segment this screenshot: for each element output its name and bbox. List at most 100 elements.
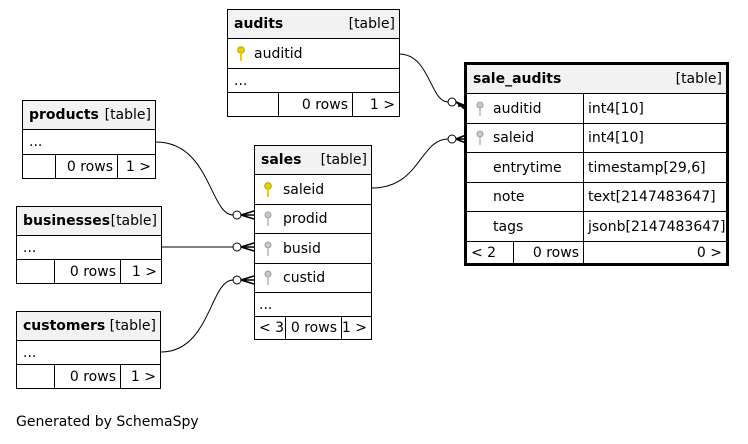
column-row[interactable]: entrytime timestamp[29,6] bbox=[467, 153, 726, 183]
column-type: jsonb[2147483647] bbox=[583, 212, 726, 241]
table-footer: 0 rows 1 > bbox=[228, 93, 399, 116]
crowfoot-marker bbox=[240, 210, 255, 220]
ellipsis: ... bbox=[234, 72, 248, 89]
footer-left: < 2 bbox=[471, 244, 497, 261]
footer-right: 1 > bbox=[120, 365, 160, 388]
column-name: saleid bbox=[283, 181, 325, 198]
column-name: tags bbox=[493, 218, 524, 235]
table-header: businesses [table] bbox=[17, 207, 161, 236]
column-name: note bbox=[493, 189, 525, 205]
ellipsis-row: ... bbox=[17, 236, 161, 260]
column-row[interactable]: auditid bbox=[228, 39, 399, 69]
table-type: [table] bbox=[104, 107, 151, 123]
table-footer: 0 rows 1 > bbox=[23, 155, 155, 178]
table-name: businesses bbox=[23, 213, 111, 229]
ellipsis-row: ... bbox=[228, 69, 399, 93]
ellipsis: ... bbox=[23, 344, 37, 361]
table-name: sales bbox=[261, 152, 302, 168]
optional-marker bbox=[447, 134, 457, 144]
footer-left bbox=[228, 93, 278, 116]
ellipsis: ... bbox=[23, 239, 37, 256]
table-type: [table] bbox=[109, 318, 156, 334]
ellipsis-row: ... bbox=[255, 293, 371, 317]
footer-right: 1 > bbox=[352, 93, 399, 116]
table-footer: < 2 0 rows 0 > bbox=[467, 242, 726, 263]
column-name: auditid bbox=[493, 100, 542, 117]
column-type: timestamp[29,6] bbox=[583, 153, 706, 182]
column-row[interactable]: auditid int4[10] bbox=[467, 94, 726, 124]
edge-products-sales bbox=[155, 141, 234, 216]
table-footer: < 3 0 rows 1 > bbox=[255, 317, 371, 339]
column-type: int4[10] bbox=[583, 94, 644, 123]
table-businesses[interactable]: businesses [table] ... 0 rows 1 > bbox=[16, 206, 162, 284]
footer-left: < 3 bbox=[259, 320, 285, 336]
table-header: audits [table] bbox=[228, 10, 399, 39]
footer-right: 1 > bbox=[341, 317, 371, 339]
foreign-key-icon bbox=[471, 101, 489, 117]
table-type: [table] bbox=[348, 16, 395, 32]
table-audits[interactable]: audits [table] auditid ... 0 rows 1 > bbox=[227, 9, 400, 117]
column-row[interactable]: busid bbox=[255, 234, 371, 264]
column-row[interactable]: tags jsonb[2147483647] bbox=[467, 212, 726, 242]
footer-left bbox=[17, 365, 54, 388]
ellipsis-row: ... bbox=[17, 341, 160, 365]
footer-right: 1 > bbox=[120, 260, 161, 283]
ellipsis: ... bbox=[259, 296, 273, 313]
optional-marker bbox=[232, 242, 242, 252]
foreign-key-icon bbox=[259, 270, 277, 286]
table-header: sales [table] bbox=[255, 146, 371, 175]
crowfoot-marker bbox=[240, 275, 255, 285]
column-name: busid bbox=[283, 240, 321, 257]
table-name: audits bbox=[234, 16, 284, 32]
column-name: auditid bbox=[254, 45, 303, 62]
column-name-cell: saleid bbox=[467, 124, 583, 152]
foreign-key-icon bbox=[259, 241, 277, 257]
generated-by-label: Generated by SchemaSpy bbox=[16, 414, 199, 430]
primary-key-icon bbox=[232, 45, 250, 62]
table-sale-audits[interactable]: sale_audits [table] auditid int4[10] sal… bbox=[464, 62, 729, 266]
ellipsis-row: ... bbox=[23, 130, 155, 155]
table-header: sale_audits [table] bbox=[467, 65, 726, 94]
footer-left bbox=[23, 155, 55, 178]
column-name: prodid bbox=[283, 211, 328, 227]
table-sales[interactable]: sales [table] saleid prodid busid custid… bbox=[254, 145, 372, 340]
optional-marker bbox=[447, 97, 457, 107]
column-row[interactable]: note text[2147483647] bbox=[467, 183, 726, 212]
column-row[interactable]: prodid bbox=[255, 205, 371, 234]
table-header: products [table] bbox=[23, 101, 155, 130]
foreign-key-icon bbox=[471, 130, 489, 146]
optional-marker bbox=[232, 275, 242, 285]
table-footer: 0 rows 1 > bbox=[17, 365, 160, 388]
table-customers[interactable]: customers [table] ... 0 rows 1 > bbox=[16, 311, 161, 389]
row-count: 0 rows bbox=[285, 317, 341, 339]
column-name: custid bbox=[283, 270, 326, 286]
column-type: text[2147483647] bbox=[583, 183, 716, 211]
table-header: customers [table] bbox=[17, 312, 160, 341]
crowfoot-marker bbox=[240, 242, 255, 252]
primary-key-icon bbox=[259, 181, 277, 198]
row-count: 0 rows bbox=[278, 93, 352, 116]
table-type: [table] bbox=[320, 152, 367, 168]
row-count: 0 rows bbox=[55, 155, 117, 178]
column-row[interactable]: saleid bbox=[255, 175, 371, 205]
table-type: [table] bbox=[110, 213, 157, 229]
table-type: [table] bbox=[675, 71, 722, 87]
column-name-cell: auditid bbox=[467, 94, 583, 123]
column-row[interactable]: custid bbox=[255, 264, 371, 293]
table-name: products bbox=[29, 107, 99, 123]
table-name: sale_audits bbox=[473, 71, 562, 87]
edge-customers-sales bbox=[160, 279, 234, 353]
optional-marker bbox=[232, 210, 242, 220]
column-name: entrytime bbox=[493, 159, 562, 176]
footer-right: 0 > bbox=[583, 242, 726, 263]
edge-audits-sale-audits bbox=[398, 53, 449, 103]
foreign-key-icon bbox=[259, 211, 277, 227]
table-products[interactable]: products [table] ... 0 rows 1 > bbox=[22, 100, 156, 179]
footer-right: 1 > bbox=[117, 155, 155, 178]
table-footer: 0 rows 1 > bbox=[17, 260, 161, 283]
row-count: 0 rows bbox=[54, 260, 120, 283]
column-row[interactable]: saleid int4[10] bbox=[467, 124, 726, 153]
row-count: 0 rows bbox=[54, 365, 120, 388]
table-name: customers bbox=[23, 318, 106, 334]
column-name: saleid bbox=[493, 130, 535, 146]
